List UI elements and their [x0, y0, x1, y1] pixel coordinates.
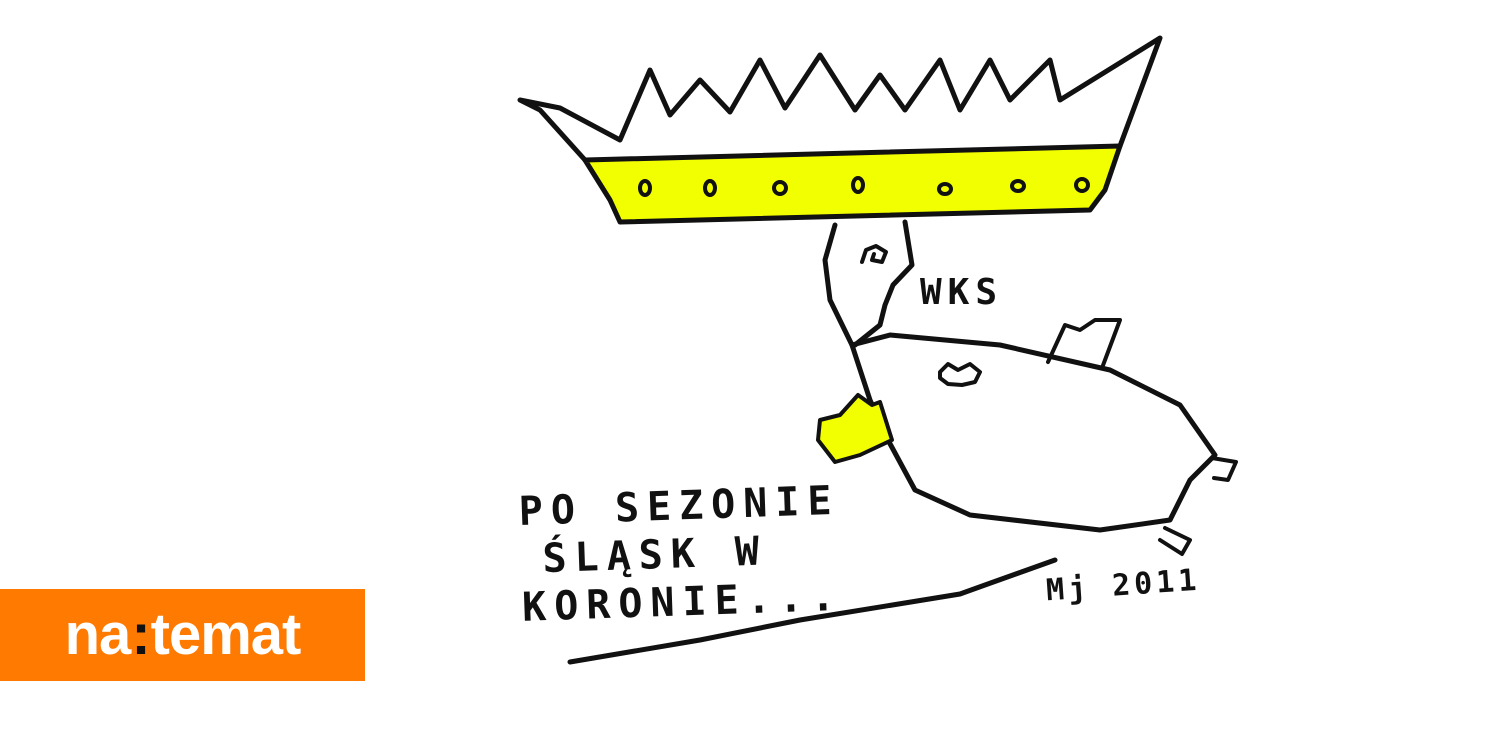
- head-swirl: [860, 244, 888, 264]
- crown-jewels: [638, 176, 1090, 197]
- logo-text: na:temat: [65, 606, 302, 664]
- chest-heart: [938, 362, 982, 387]
- foot-upper: [1210, 456, 1238, 482]
- logo-colon: :: [131, 602, 150, 667]
- crown-band-outline: [582, 143, 1123, 225]
- foot-lower: [1158, 526, 1192, 556]
- natemat-logo[interactable]: na:temat: [0, 589, 365, 681]
- crown-spikes: [517, 35, 1163, 163]
- tail-lines: [1046, 318, 1122, 370]
- head-outline: [822, 219, 915, 348]
- logo-right: temat: [150, 602, 302, 667]
- ground-line: [567, 557, 1058, 665]
- chest-label: WKS: [920, 272, 1004, 313]
- logo-left: na: [64, 602, 132, 667]
- cartoon-caption: PO SEZONIE ŚLĄSK W KORONIE...: [518, 475, 883, 631]
- arm-hand: [816, 393, 894, 464]
- body-outline: [849, 332, 1218, 533]
